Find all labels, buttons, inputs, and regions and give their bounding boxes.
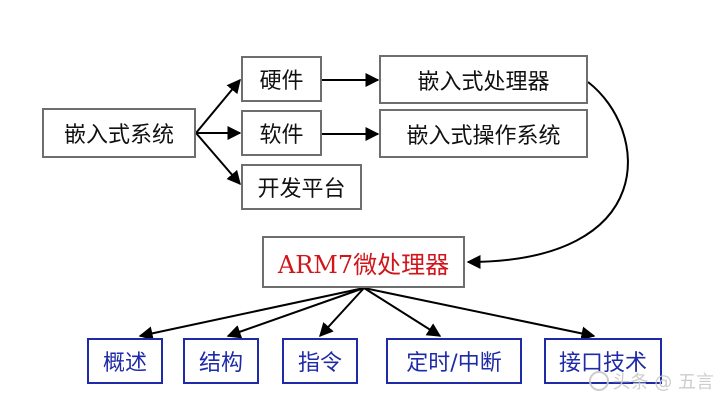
- node-embedded-os: 嵌入式操作系统: [379, 109, 588, 158]
- watermark: 头条 @ 五言: [588, 368, 714, 394]
- node-timer-interrupt: 定时/中断: [386, 338, 522, 384]
- node-software: 软件: [241, 110, 322, 156]
- watermark-text: 头条 @ 五言: [612, 372, 714, 393]
- node-embedded-system: 嵌入式系统: [42, 108, 196, 158]
- edge-arm7-structure: [226, 287, 365, 339]
- node-hardware: 硬件: [241, 56, 322, 102]
- node-arm7-processor: ARM7微处理器: [262, 236, 465, 288]
- node-dev-platform: 开发平台: [241, 164, 362, 210]
- node-embedded-processor: 嵌入式处理器: [379, 55, 588, 104]
- edge-arm7-instructions: [319, 287, 365, 338]
- watermark-logo-icon: [588, 371, 609, 391]
- node-overview: 概述: [87, 338, 163, 384]
- edge-arm7-timer: [363, 287, 442, 337]
- node-structure: 结构: [183, 338, 259, 384]
- node-instructions: 指令: [282, 338, 358, 384]
- edge-processor-arm7: [466, 81, 629, 269]
- edge-arm7-interface: [363, 287, 596, 341]
- edge-arm7-overview: [138, 287, 365, 341]
- edge-system-platform: [195, 132, 241, 186]
- edge-system-hardware: [195, 78, 241, 134]
